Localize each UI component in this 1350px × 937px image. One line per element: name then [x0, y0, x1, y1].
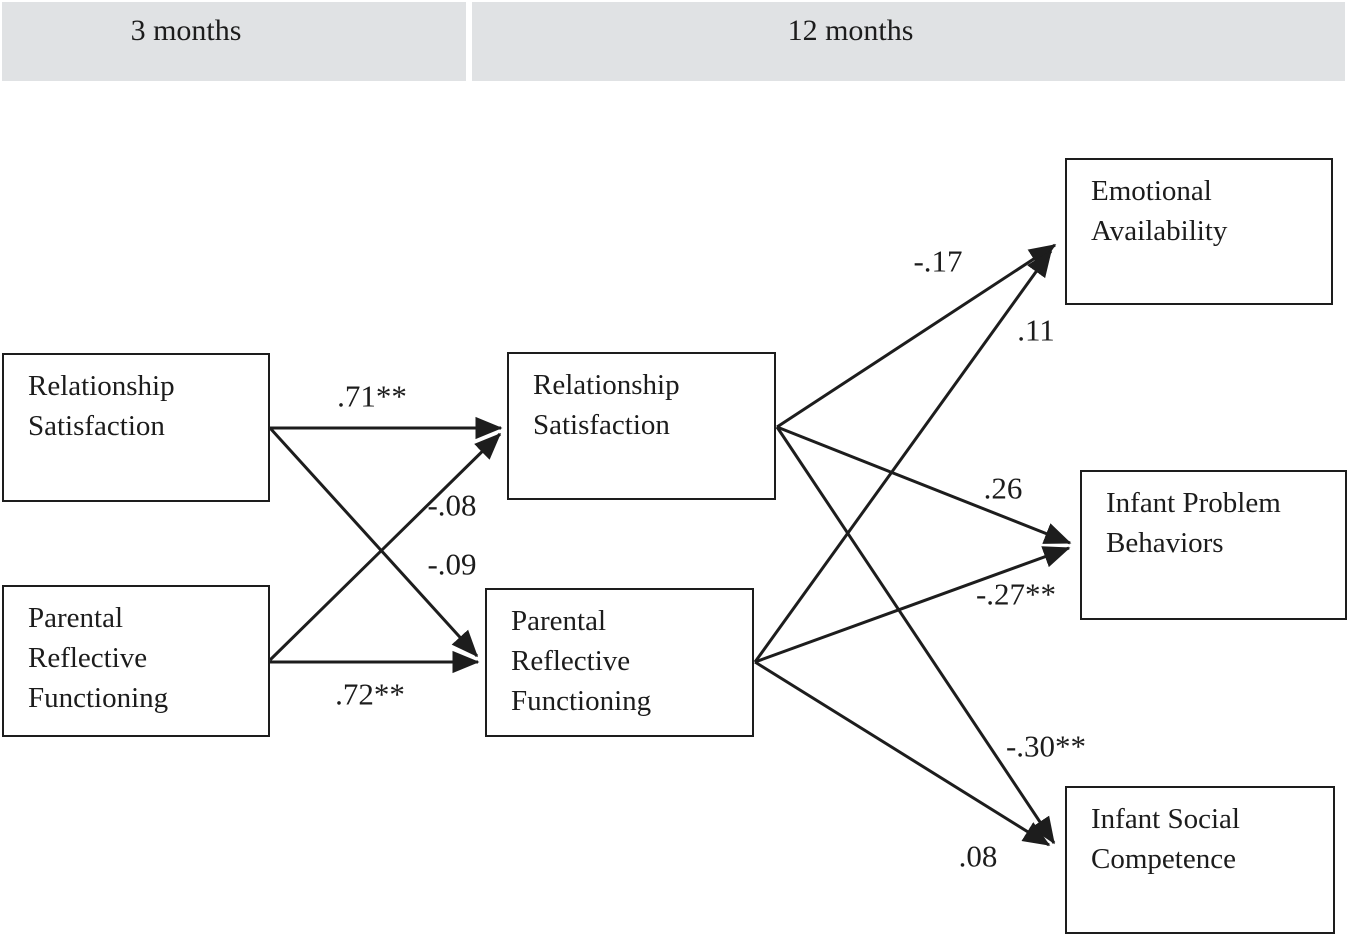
arrow-rs3m-to-prf12m — [268, 426, 479, 658]
coefficient-rs12m-ipb: .26 — [983, 470, 1023, 506]
coefficient-rs3m-prf12m: -.09 — [427, 546, 477, 582]
node-emotional-availability: Emotional Availability — [1065, 158, 1333, 305]
coefficient-rs3m-rs12m: .71** — [337, 378, 407, 414]
node-relationship-satisfaction-12m: Relationship Satisfaction — [507, 352, 776, 500]
arrow-prf12m-to-isc — [754, 660, 1051, 847]
timeline-header-12-months: 12 months — [472, 2, 1345, 81]
coefficient-prf3m-prf12m: .72** — [335, 676, 405, 712]
timeline-header-3-months: 3 months — [2, 2, 466, 81]
coefficient-rs12m-isc: -.30** — [1005, 728, 1087, 764]
coefficient-rs12m-ea: -.17 — [913, 243, 963, 279]
node-relationship-satisfaction-3m: Relationship Satisfaction — [2, 353, 270, 502]
coefficient-prf12m-ea: .11 — [1017, 312, 1055, 348]
coefficient-prf12m-ipb: -.27** — [975, 576, 1057, 612]
node-parental-reflective-functioning-3m: Parental Reflective Functioning — [2, 585, 270, 737]
coefficient-prf12m-isc: .08 — [958, 838, 998, 874]
arrow-rs12m-to-ipb — [776, 425, 1072, 545]
timeline-label-12-months: 12 months — [787, 14, 914, 47]
timeline-label-3-months: 3 months — [130, 14, 242, 47]
node-infant-social-competence: Infant Social Competence — [1065, 786, 1335, 934]
node-infant-problem-behaviors: Infant Problem Behaviors — [1080, 470, 1347, 620]
node-parental-reflective-functioning-12m: Parental Reflective Functioning — [485, 588, 754, 737]
coefficient-prf3m-rs12m: -.08 — [427, 487, 477, 523]
